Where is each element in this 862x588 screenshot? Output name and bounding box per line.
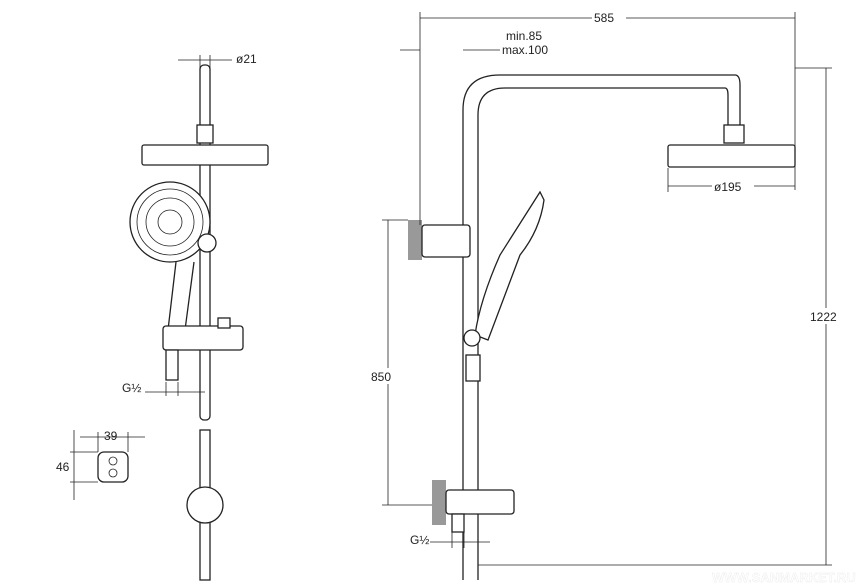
wall-hatch-top bbox=[408, 220, 422, 260]
dim-overall-width: 585 bbox=[594, 11, 614, 25]
side-head-shower bbox=[667, 144, 796, 168]
dim-wall-distance-max: max.100 bbox=[502, 43, 548, 57]
front-head-shower bbox=[141, 144, 269, 166]
front-hand-shower-head bbox=[129, 181, 211, 263]
dim-overall-height: 1222 bbox=[810, 310, 837, 324]
front-diverter-ball bbox=[186, 486, 224, 524]
front-slider bbox=[197, 233, 217, 253]
side-hose-nut bbox=[465, 354, 481, 382]
side-riser-arch-outer bbox=[462, 74, 741, 580]
hose-holder-detail bbox=[97, 451, 129, 483]
front-view: ø21 G½ 39 46 bbox=[56, 52, 269, 581]
dim-holder-height: 46 bbox=[56, 460, 70, 474]
dim-mixer-to-bracket: 850 bbox=[371, 370, 391, 384]
front-hand-shower-handle bbox=[167, 261, 195, 331]
wall-hatch-bottom bbox=[432, 480, 446, 525]
front-head-connector bbox=[196, 124, 214, 144]
dim-front-thread: G½ bbox=[122, 381, 141, 395]
dim-front-pipe-diameter: ø21 bbox=[236, 52, 257, 66]
dim-holder-width: 39 bbox=[104, 429, 118, 443]
side-hand-shower bbox=[474, 190, 545, 341]
side-view: 585 min.85 max.100 ø195 1222 850 G½ bbox=[370, 10, 844, 580]
side-head-connector bbox=[723, 124, 745, 144]
side-inlet bbox=[451, 513, 465, 533]
side-slider bbox=[463, 329, 481, 347]
watermark: WWW.SANMARKET.RU bbox=[712, 570, 856, 585]
front-mixer-knob bbox=[217, 317, 231, 329]
dim-side-thread: G½ bbox=[410, 533, 429, 547]
side-mixer-body bbox=[445, 489, 515, 515]
dim-head-diameter: ø195 bbox=[714, 180, 742, 194]
dim-wall-distance-min: min.85 bbox=[506, 29, 542, 43]
side-riser-arch-inner bbox=[477, 87, 729, 580]
front-hose-nut bbox=[165, 349, 179, 381]
side-wall-bracket bbox=[421, 224, 471, 258]
front-mixer-body bbox=[162, 325, 244, 351]
